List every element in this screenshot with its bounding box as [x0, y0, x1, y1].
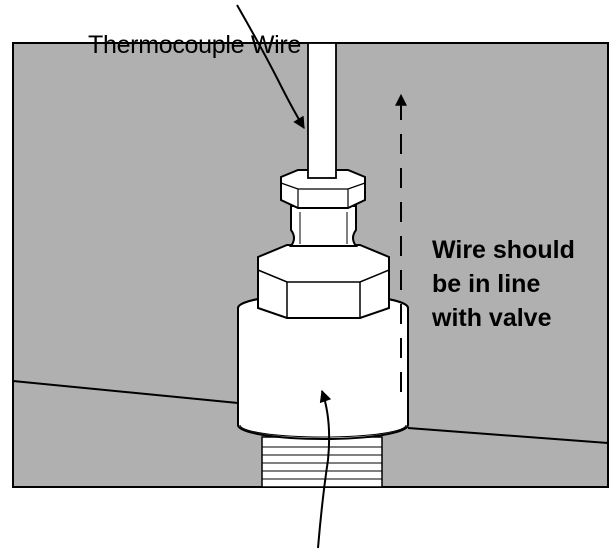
threaded-base	[261, 436, 383, 488]
surface-edge-right	[407, 427, 609, 444]
large-hex-nut	[257, 244, 390, 319]
curved-arrow-icon	[236, 4, 305, 130]
fitting-neck	[289, 205, 358, 247]
alignment-note-line-1: Wire should	[432, 236, 575, 264]
alignment-note: Wire should be in line with valve	[432, 233, 607, 335]
surface-edge-left	[12, 380, 239, 404]
curved-arrow-icon	[317, 389, 332, 549]
thermocouple-wire	[307, 42, 337, 179]
alignment-note-line-2: be in line	[432, 270, 541, 298]
thermocouple-wire-label: Thermocouple Wire	[88, 31, 302, 59]
alignment-note-line-3: with valve	[432, 304, 552, 332]
